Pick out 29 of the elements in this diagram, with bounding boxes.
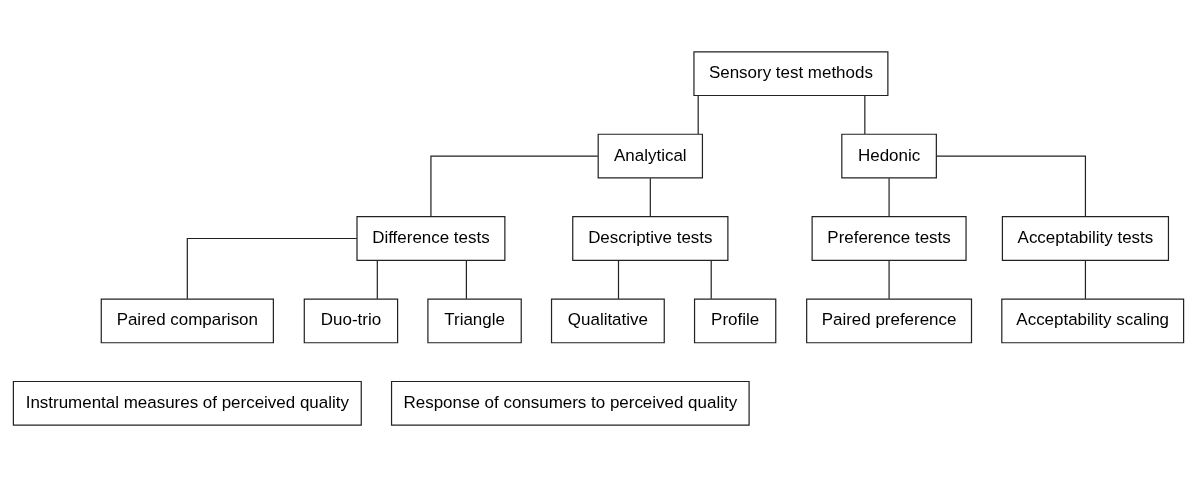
node-box: Paired preference (806, 298, 973, 344)
connector (430, 155, 599, 218)
node-box: Acceptability scaling (1001, 298, 1185, 344)
connector (864, 95, 866, 135)
connector (617, 259, 620, 300)
node-box: Analytical (597, 133, 704, 179)
node-box: Difference tests (356, 216, 506, 261)
node-box: Sensory test methods (693, 51, 889, 97)
connector (1084, 259, 1087, 300)
node-box: Response of consumers to perceived quality (390, 380, 750, 426)
node-box: Preference tests (811, 216, 967, 261)
connector (888, 177, 890, 217)
connector (649, 177, 651, 217)
node-box: Instrumental measures of perceived quality (12, 380, 362, 426)
node-box: Acceptability tests (1001, 216, 1170, 261)
connector (888, 259, 890, 300)
connector (465, 259, 467, 300)
connector (186, 237, 358, 300)
node-box: Descriptive tests (572, 216, 729, 261)
connector (710, 259, 712, 300)
node-box: Triangle (427, 298, 522, 344)
node-box: Qualitative (550, 298, 665, 344)
node-box: Hedonic (841, 133, 937, 179)
node-box: Duo-trio (303, 298, 399, 344)
connector (376, 259, 378, 300)
connector (936, 155, 1087, 218)
node-box: Profile (693, 298, 777, 344)
node-box: Paired comparison (100, 298, 274, 344)
connector (697, 95, 699, 135)
